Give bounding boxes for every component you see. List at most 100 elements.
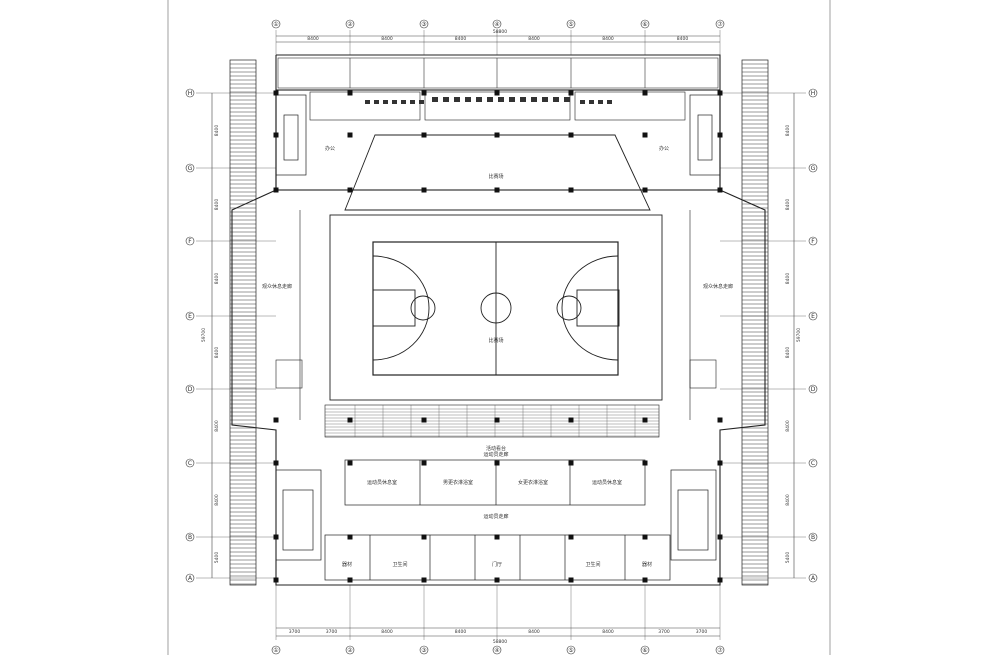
- axis-label: ②: [347, 21, 353, 28]
- axis-bubble: [715, 19, 725, 29]
- fixture: [432, 97, 438, 102]
- total-width-label-bottom: 58800: [493, 639, 507, 645]
- axis-bubble: [185, 311, 195, 321]
- column: [568, 534, 574, 540]
- dimension-value: 3700: [696, 629, 708, 635]
- axis-label: ⑦: [717, 21, 723, 28]
- side-hall-left-label: 观众休息走廊: [262, 283, 292, 290]
- axis-bubble: [808, 573, 818, 583]
- axis-bubble: [566, 19, 576, 29]
- column: [421, 90, 427, 96]
- axis-label: F: [188, 238, 192, 245]
- room-label: 运动员休息室: [592, 479, 622, 486]
- dimension-value: 8400: [307, 36, 319, 42]
- column: [347, 577, 353, 583]
- axis-bubble: [808, 458, 818, 468]
- axis-bubble: [185, 384, 195, 394]
- axis-bubble: [715, 645, 725, 655]
- fixture: [454, 97, 460, 102]
- axis-label: F: [811, 238, 815, 245]
- axis-bubble: [185, 236, 195, 246]
- axis-bubble: [640, 19, 650, 29]
- dimension-value: 3700: [289, 629, 301, 635]
- column: [494, 577, 500, 583]
- axis-bubble: [271, 645, 281, 655]
- dimension-value: 5400: [214, 552, 220, 564]
- dimension-value: 8400: [602, 36, 614, 42]
- column: [642, 534, 648, 540]
- column: [347, 187, 353, 193]
- fixture: [487, 97, 493, 102]
- axis-bubble: [640, 645, 650, 655]
- column: [421, 577, 427, 583]
- axis-bubble: [185, 163, 195, 173]
- axis-bubble: [419, 645, 429, 655]
- fixture: [553, 97, 559, 102]
- dimension-value: 8400: [455, 629, 467, 635]
- axis-bubble: [492, 645, 502, 655]
- column: [717, 534, 723, 540]
- room-label: 器材: [642, 561, 652, 568]
- column: [347, 90, 353, 96]
- dimension-value: 8400: [214, 199, 220, 211]
- axis-label: ①: [273, 647, 278, 654]
- column: [273, 187, 279, 193]
- fixture: [392, 100, 397, 104]
- dimension-value: 8400: [214, 494, 220, 506]
- dimension-value: 8400: [785, 420, 791, 432]
- axis-label: ③: [421, 647, 426, 654]
- axis-bubble: [808, 532, 818, 542]
- column: [273, 90, 279, 96]
- axis-label: B: [811, 534, 815, 541]
- column: [273, 577, 279, 583]
- axis-bubble: [345, 19, 355, 29]
- axis-bubble: [185, 88, 195, 98]
- dimension-value: 8400: [785, 273, 791, 285]
- top-terrace: [277, 57, 719, 89]
- column: [421, 187, 427, 193]
- dimension-value: 8400: [785, 347, 791, 359]
- dimension-side: [211, 93, 795, 578]
- column: [421, 534, 427, 540]
- dimension-value: 8400: [214, 125, 220, 137]
- axis-label: ⑥: [642, 647, 647, 654]
- column: [717, 132, 723, 138]
- axis-bubble: [271, 19, 281, 29]
- dimension-value: 5400: [785, 552, 791, 564]
- fixture: [443, 97, 449, 102]
- axis-bubble: [185, 532, 195, 542]
- total-height-label-left: 59700: [201, 328, 207, 342]
- axis-label: H: [811, 90, 816, 97]
- axis-bubble: [808, 163, 818, 173]
- column: [717, 187, 723, 193]
- fixture: [542, 97, 548, 102]
- lower-room-labels: 运动员休息室男更衣淋浴室女更衣淋浴室运动员休息室: [367, 479, 622, 486]
- column: [642, 187, 648, 193]
- column: [273, 534, 279, 540]
- axis-label: ⑥: [642, 21, 647, 28]
- column: [347, 534, 353, 540]
- dimension-top: [276, 35, 720, 43]
- column: [568, 577, 574, 583]
- arena-label: 比赛场: [488, 173, 503, 180]
- fixture: [410, 100, 415, 104]
- bottom-room-labels: 器材卫生间门厅卫生间器材: [342, 561, 652, 568]
- column: [273, 132, 279, 138]
- dimension-value: 8400: [528, 36, 540, 42]
- total-height-label-right: 59700: [796, 328, 802, 342]
- column: [642, 90, 648, 96]
- dimension-value: 8400: [602, 629, 614, 635]
- bleacher-rows: [325, 405, 659, 437]
- room-label: 运动员休息室: [367, 479, 397, 486]
- axis-label: D: [188, 386, 193, 393]
- axis-label: H: [188, 90, 193, 97]
- column: [421, 132, 427, 138]
- column: [494, 534, 500, 540]
- axis-label: E: [811, 313, 815, 320]
- dimension-value: 8400: [677, 36, 689, 42]
- column: [568, 90, 574, 96]
- axis-label: G: [188, 165, 193, 172]
